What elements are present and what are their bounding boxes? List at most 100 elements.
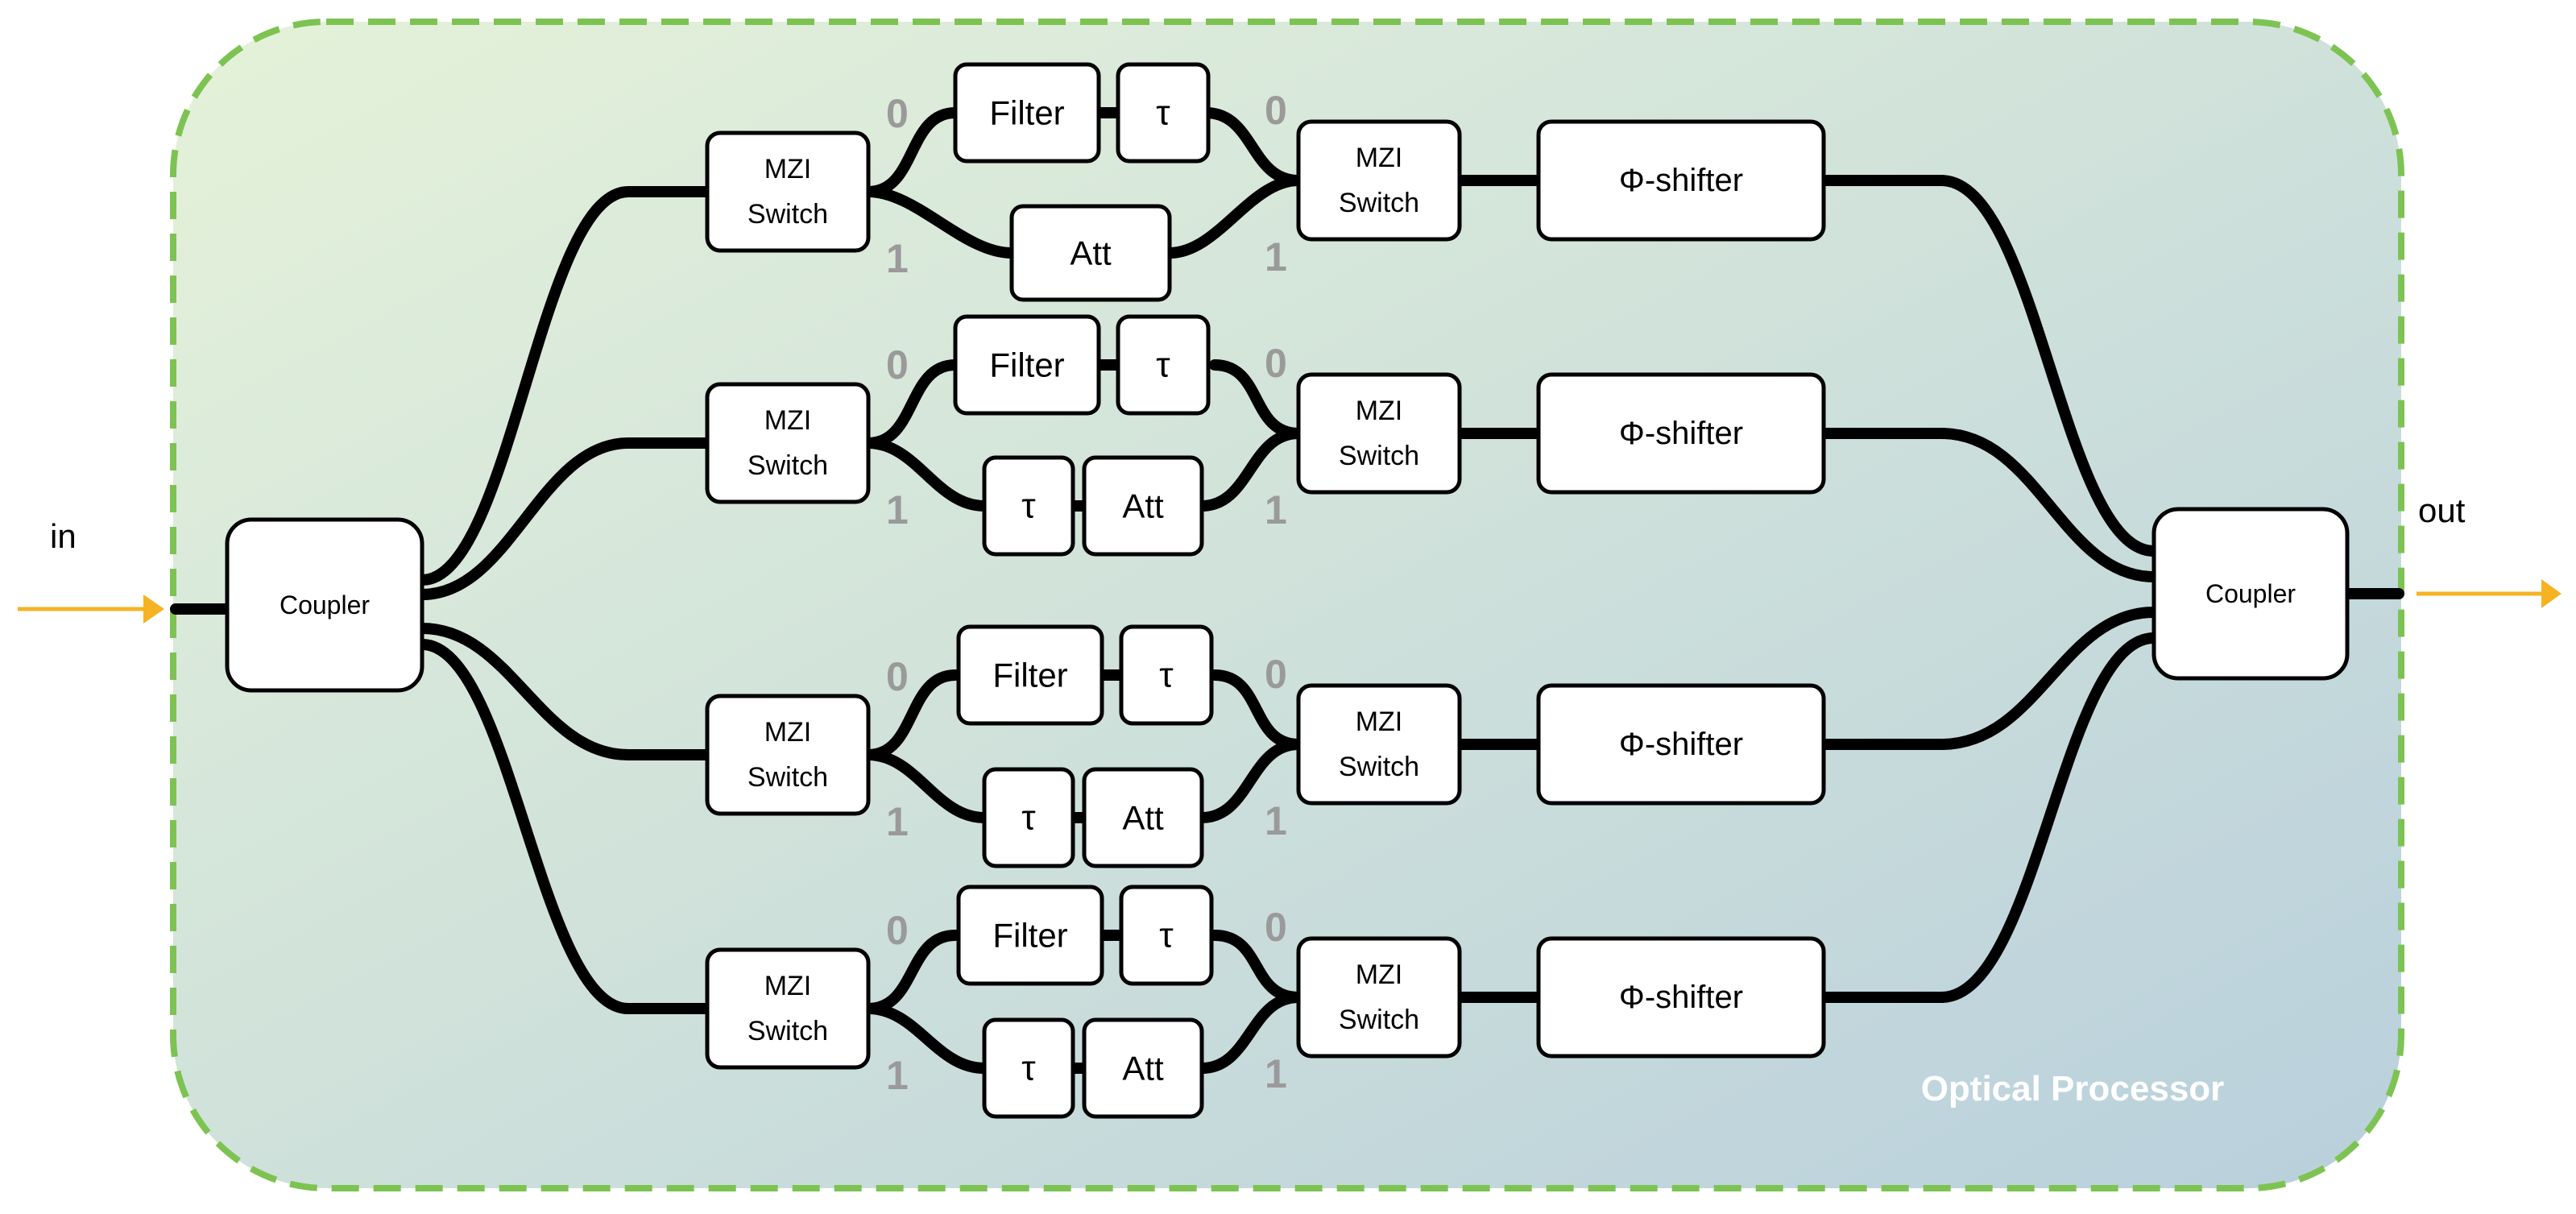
attenuator-3: Att [1082, 767, 1204, 868]
delay-lower-3-label: τ [1021, 798, 1036, 838]
port-out-1-label-1: 1 [1265, 234, 1287, 280]
phase-shifter-2-label: Φ-shifter [1619, 416, 1743, 451]
delay-upper-3: τ [1119, 624, 1214, 726]
output-label: out [2418, 491, 2466, 529]
mzi-switch-out-1: MZI Switch [1296, 119, 1462, 242]
arm-lower-out-2 [1196, 428, 1304, 512]
phase-shifter-2: Φ-shifter [1536, 372, 1826, 495]
port-in-1-label-4: 1 [886, 1053, 909, 1098]
attenuator-3-label: Att [1122, 799, 1164, 837]
attenuator-2-outline [1082, 455, 1204, 557]
mzi-switch-in-1-label: Switch [748, 199, 828, 230]
attenuator-1-outline [1009, 204, 1172, 302]
attenuator-4-outline [1082, 1017, 1204, 1119]
phase-shifter-4-label: Φ-shifter [1619, 980, 1743, 1015]
mzi-switch-in-2-outline [705, 382, 871, 504]
port-in-0-label-2: 0 [886, 342, 909, 387]
mzi-switch-in-2-label: MZI [764, 405, 812, 436]
delay-upper-4-label: τ [1159, 916, 1174, 955]
delay-lower-4-outline [982, 1017, 1075, 1119]
delay-upper-4-outline [1119, 885, 1214, 986]
output-arrow [2417, 579, 2562, 608]
attenuator-1-label: Att [1070, 234, 1112, 272]
attenuator-1: Att [1009, 204, 1172, 302]
output-coupler-outline [2151, 507, 2350, 681]
port-in-0-label-3: 0 [886, 654, 909, 699]
phase-shifter-3-label: Φ-shifter [1619, 727, 1743, 762]
processor-label: Optical Processor [1921, 1069, 2225, 1108]
mzi-switch-out-4-outline [1296, 936, 1462, 1059]
delay-upper-4: τ [1119, 885, 1214, 986]
processor-region [170, 19, 2404, 1191]
waveguides [170, 107, 2404, 1074]
port-in-0-label-1: 0 [886, 91, 909, 136]
delay-upper-1: τ [1116, 62, 1211, 164]
arm-lower-in-3 [863, 749, 990, 823]
mzi-switch-out-3-label: Switch [1339, 752, 1419, 782]
delay-lower-2: τ [982, 455, 1075, 557]
port-out-0-label-1: 0 [1265, 88, 1287, 133]
port-in-1-label-2: 1 [886, 487, 909, 532]
coupler-to-mzi-1 [416, 186, 713, 586]
mzi-switch-in-3-label: MZI [764, 717, 812, 748]
input-arrow [18, 595, 164, 624]
filter-1: Filter [953, 62, 1101, 164]
arm-lower-out-3 [1196, 739, 1304, 823]
filter-1-label: Filter [989, 94, 1064, 132]
mzi-switch-in-1: MZI Switch [705, 131, 871, 253]
phase-shifter-1: Φ-shifter [1536, 119, 1826, 242]
mzi-switch-in-1-label: MZI [764, 154, 812, 184]
mzi-switch-in-4-outline [705, 947, 871, 1070]
phase-to-coupler-1 [1818, 175, 2160, 557]
mzi-switch-out-2-label: Switch [1339, 441, 1419, 471]
delay-upper-2-outline [1116, 314, 1211, 416]
port-in-1-label-1: 1 [886, 236, 909, 281]
arm-lower-in-4 [863, 1003, 990, 1074]
phase-shifter-1-label: Φ-shifter [1619, 163, 1743, 198]
delay-upper-2-label: τ [1156, 346, 1170, 385]
delay-lower-2-outline [982, 455, 1075, 557]
delay-upper-1-label: τ [1156, 93, 1170, 133]
delay-upper-2: τ [1116, 314, 1211, 416]
filter-2: Filter [953, 314, 1101, 416]
mzi-switch-out-1-label: Switch [1339, 188, 1419, 218]
mzi-switch-out-1-outline [1296, 119, 1462, 242]
attenuator-4: Att [1082, 1017, 1204, 1119]
arm-lower-in-2 [863, 437, 990, 512]
coupler-to-mzi-4 [416, 639, 713, 1014]
phase-to-coupler-4 [1818, 632, 2160, 1003]
input-coupler-label: Coupler [280, 590, 370, 619]
mzi-switch-out-3-outline [1296, 683, 1462, 806]
mzi-switch-in-3-outline [705, 694, 871, 816]
port-out-0-label-3: 0 [1265, 652, 1287, 697]
delay-lower-4: τ [982, 1017, 1075, 1119]
output-coupler: Coupler [2151, 507, 2350, 681]
mzi-switch-in-4-label: MZI [764, 971, 812, 1001]
input-label: in [50, 517, 77, 555]
arm-lower-out-4 [1196, 992, 1304, 1074]
mzi-switch-out-3-label: MZI [1356, 706, 1403, 737]
filter-2-outline [953, 314, 1101, 416]
output-coupler-label: Coupler [2205, 579, 2296, 608]
port-out-1-label-4: 1 [1265, 1051, 1287, 1096]
phase-to-coupler-3 [1818, 607, 2160, 750]
filter-4: Filter [956, 885, 1104, 986]
arm-lower-out-1 [1164, 175, 1304, 259]
phase-to-coupler-2 [1818, 428, 2160, 582]
filter-4-label: Filter [992, 917, 1067, 955]
delay-lower-3-outline [982, 767, 1075, 868]
delay-lower-4-label: τ [1021, 1049, 1036, 1088]
filter-4-outline [956, 885, 1104, 986]
filter-1-outline [953, 62, 1101, 164]
port-in-1-label-3: 1 [886, 799, 909, 844]
port-in-0-label-4: 0 [886, 908, 909, 953]
delay-upper-3-outline [1119, 624, 1214, 726]
mzi-switch-out-1-label: MZI [1356, 143, 1403, 173]
delay-lower-2-label: τ [1021, 487, 1036, 526]
attenuator-2-label: Att [1122, 487, 1164, 525]
